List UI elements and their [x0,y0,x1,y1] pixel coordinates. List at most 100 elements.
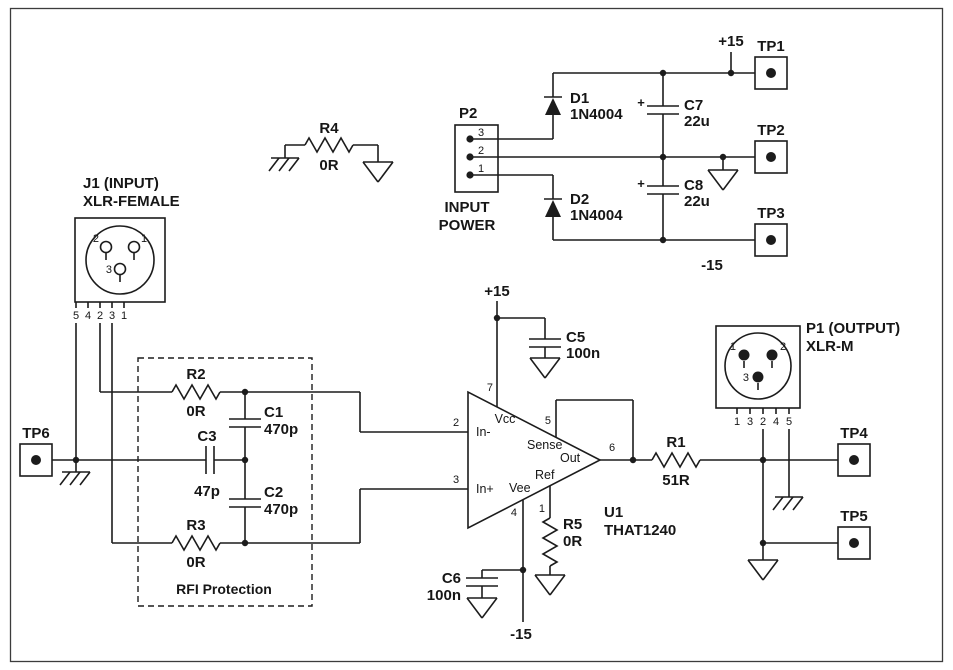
j1-title: J1 (INPUT) [83,175,159,192]
schematic-border [9,7,944,663]
j1-bottom-pin: 5 [73,310,79,322]
capacitor-c2: C2 470p [229,460,298,543]
test-point-tp2: TP2 [754,122,788,174]
u1-pin7-number: 7 [487,382,493,394]
c1-ref: C1 [264,404,283,421]
ground-symbol [466,597,498,619]
c6-ref: C6 [442,570,461,587]
chassis-ground-icon [268,157,300,172]
j1-bottom-pin: 2 [97,310,103,322]
j1-pin-socket [99,240,113,254]
c8-value: 22u [684,193,710,210]
ground-symbol [362,161,394,183]
junction-dot [759,456,767,464]
rfi-section-label: RFI Protection [176,581,272,597]
u1-pin4-number: 4 [511,507,517,519]
tp3-label: TP3 [757,205,785,222]
u1-pin-sense-name: Sense [527,438,562,452]
c8-polarity: + [637,176,645,191]
j1-bottom-pin: 1 [121,310,127,322]
d2-ref: D2 [570,191,589,208]
u1-pin2-number: 2 [453,417,459,429]
r5-value: 0R [563,533,582,550]
p2-caption-line2: POWER [439,217,496,234]
ground-symbol [747,559,779,581]
test-point-tp3: TP3 [754,205,788,257]
p1-bottom-pin: 4 [773,416,779,428]
p1-pin [752,371,764,383]
junction-dot [659,69,667,77]
p1-face [724,332,792,400]
test-point-tp5: TP5 [763,508,871,560]
p1-face-pin3: 3 [743,372,749,384]
u1-pin-inplus-name: In+ [476,482,494,496]
p1-subtitle: XLR-M [806,338,854,355]
tp1-label: TP1 [757,38,785,55]
diode-d1: D1 1N4004 [544,73,623,139]
junction-dot [241,456,249,464]
capacitor-c7: + C7 22u [637,73,710,157]
u1-pin6-number: 6 [609,442,615,454]
j1-face-pin2: 2 [93,233,99,245]
p2-body [454,124,499,193]
test-point-tp4: TP4 [837,425,871,477]
ground-symbol [707,169,739,191]
u1-pin3-number: 3 [453,474,459,486]
d1-value: 1N4004 [570,106,623,123]
j1-bottom-pin: 3 [109,310,115,322]
opamp-u1: Vcc In- In+ Vee Sense Out Ref 2 3 7 5 6 … [453,382,676,643]
u1-triangle [467,390,602,530]
u1-neg-supply-label: -15 [510,626,532,643]
p2-ref: P2 [459,105,477,122]
chassis-ground-icon [772,496,804,511]
junction-dot [727,69,735,77]
r1-ref: R1 [666,434,685,451]
junction-dot [241,388,249,396]
c3-value: 47p [194,483,220,500]
p1-title: P1 (OUTPUT) [806,320,900,337]
r5-ref: R5 [563,516,582,533]
p1-face-pin1: 1 [730,341,736,353]
capacitor-c1: C1 470p [229,392,298,460]
ground-symbol [529,357,561,379]
r3-value: 0R [186,554,205,571]
c5-value: 100n [566,345,600,362]
junction-dot [493,314,501,322]
p2-pin3-number: 3 [478,127,484,139]
u1-pin-vcc-name: Vcc [495,412,516,426]
j1-face-pin3: 3 [106,264,112,276]
tp6-label: TP6 [22,425,50,442]
u1-value: THAT1240 [604,522,676,539]
j1-subtitle: XLR-FEMALE [83,193,180,210]
resistor-r3: R3 0R [112,488,468,571]
ground-symbol [534,574,566,596]
resistor-r1: R1 51R [651,434,838,489]
c5-ref: C5 [566,329,585,346]
p1-bottom-pin: 3 [747,416,753,428]
junction-dot [241,539,249,547]
u1-pin-inminus-name: In- [476,425,491,439]
c2-value: 470p [264,501,298,518]
u1-pin-out-name: Out [560,451,581,465]
u1-pin-vee-name: Vee [509,481,531,495]
u1-pin1-number: 1 [539,503,545,515]
junction-dot [659,153,667,161]
connector-p2: P2 3 2 1 INPUT POWER [439,105,499,234]
d2-value: 1N4004 [570,207,623,224]
c7-polarity: + [637,95,645,110]
p1-pin [766,349,778,361]
p1-bottom-pin: 5 [786,416,792,428]
tp4-label: TP4 [840,425,868,442]
c7-ref: C7 [684,97,703,114]
u1-pos-supply-label: +15 [484,283,509,300]
resistor-r4: R4 0R [268,120,394,183]
j1-pin-socket [127,240,141,254]
connector-j1: J1 (INPUT) XLR-FEMALE 2 1 3 5 4 2 3 1 [73,175,180,543]
chassis-ground-icon [59,471,91,486]
p2-caption-line1: INPUT [445,199,490,216]
test-point-tp6: TP6 [19,425,91,486]
c7-value: 22u [684,113,710,130]
p1-bottom-pin: 1 [734,416,740,428]
u1-ref: U1 [604,504,623,521]
